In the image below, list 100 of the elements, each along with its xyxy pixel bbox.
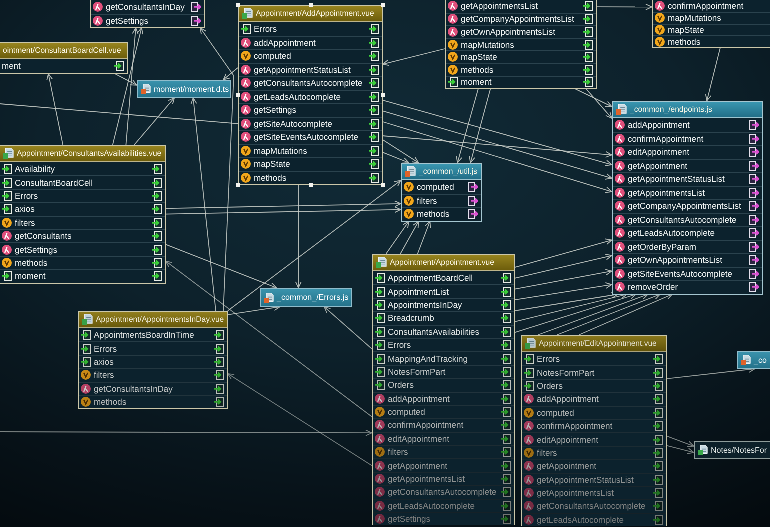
member-name: AppointmentsInDay: [388, 300, 464, 310]
file-name: _common_/Errors.js: [277, 293, 349, 302]
member-name: getAppointmentStatusList: [628, 174, 726, 184]
member-name: MappingAndTracking: [388, 354, 470, 364]
member-name: Errors: [254, 24, 278, 34]
dependency-arrow: [295, 184, 302, 288]
dependency-arrow: [126, 28, 139, 146]
dependency-arrow: [166, 200, 402, 210]
dependency-arrow: [228, 373, 372, 466]
member-name: computed: [417, 182, 456, 192]
dependency-arrow: [514, 238, 612, 268]
member-name: getSettings: [254, 105, 298, 116]
member-name: getConsultantsAutocomplete: [388, 487, 498, 498]
dependency-arrow: [112, 28, 144, 146]
dependency-arrow: [469, 88, 492, 164]
module-panel: [445, 0, 597, 90]
module-tag: [260, 288, 352, 307]
member-name: getSiteEventsAutocomplete: [254, 132, 360, 142]
member-name: getConsultants: [15, 231, 73, 242]
dependency-arrow: [134, 98, 176, 146]
dependency-arrow: [46, 74, 64, 146]
member-name: getLeadsAutocomplete: [628, 228, 716, 238]
dependency-arrow: [666, 445, 694, 454]
member-name: axios: [94, 356, 115, 367]
module-panel: [521, 335, 667, 526]
dependency-arrow: [514, 292, 618, 312]
member-name: computed: [537, 408, 576, 418]
member-name: getLeadsAutocomplete: [537, 514, 625, 525]
dependency-arrow: [114, 74, 138, 86]
member-name: methods: [94, 397, 128, 408]
member-name: filters: [417, 196, 438, 206]
module-panel: [652, 0, 770, 48]
member-name: getConsultantsInDay: [106, 2, 186, 12]
dependency-arrow: [200, 28, 234, 312]
dependency-arrow: [228, 180, 402, 312]
dependency-arrow: [666, 436, 694, 448]
dependency-arrow: [382, 140, 420, 164]
dependency-arrow: [400, 221, 420, 254]
file-name: Notes/NotesFor: [711, 446, 768, 454]
module-panel: [0, 42, 128, 74]
member-name: moment: [461, 77, 493, 88]
member-name: AppointmentsBoardInTime: [94, 330, 196, 340]
member-name: mapMutations: [254, 146, 308, 156]
dependency-arrow: [386, 221, 410, 254]
member-name: getAppointmentStatusList: [537, 474, 635, 485]
member-name: AppointmentBoardCell: [388, 272, 474, 283]
member-name: Breadcrumb: [388, 313, 436, 324]
member-name: getAppointment: [628, 160, 689, 171]
member-name: moment: [15, 271, 47, 282]
dependency-arrow: [382, 122, 612, 194]
member-name: mapState: [254, 159, 292, 170]
member-name: methods: [668, 36, 702, 47]
member-name: getCompanyAppointmentsList: [461, 14, 576, 24]
member-name: axios: [15, 204, 36, 214]
module-panel: [0, 145, 166, 284]
member-name: NotesFormPart: [388, 366, 447, 377]
module-panel: [612, 101, 763, 294]
dependency-arrow: [166, 260, 372, 418]
member-name: editAppointment: [388, 434, 450, 444]
member-name: getAppointmentsList: [628, 188, 706, 198]
module-tag: [694, 441, 770, 459]
module-panel: [401, 163, 482, 222]
dependency-arrow: [166, 206, 402, 215]
member-name: confirmAppointment: [537, 421, 614, 432]
module-panel: [78, 311, 228, 410]
module-tag: [737, 351, 770, 369]
member-name: editAppointment: [628, 147, 690, 158]
member-name: editAppointment: [537, 434, 600, 445]
member-name: mapMutations: [461, 40, 516, 50]
dependency-arrow: [705, 48, 721, 102]
member-name: Errors: [537, 354, 562, 364]
member-name: mapState: [668, 24, 706, 35]
member-name: getSettings: [106, 16, 150, 26]
dependency-arrow: [514, 254, 612, 279]
dependency-arrow: [514, 292, 628, 322]
member-name: filters: [537, 448, 558, 458]
member-name: ConsultantBoardCell: [15, 178, 94, 188]
member-name: confirmAppointment: [628, 134, 705, 144]
member-name: filters: [388, 447, 410, 458]
dependency-arrow: [382, 152, 410, 164]
member-name: getAppointmentsList: [461, 1, 540, 12]
member-name: getOwnAppointmentsList: [628, 255, 724, 266]
member-name: getSettings: [388, 514, 432, 524]
file-name: _co: [754, 356, 767, 364]
member-name: getAppointmentsList: [388, 474, 466, 484]
dependency-arrow: [223, 68, 238, 80]
dependency-arrow: [382, 48, 446, 66]
dependency-arrow: [596, 4, 652, 10]
member-name: Errors: [94, 344, 118, 354]
member-name: getOwnAppointmentsList: [461, 26, 556, 37]
member-name: getSiteAutocomplete: [254, 118, 334, 129]
member-name: getCompanyAppointmentsList: [628, 201, 742, 212]
module-tag: [137, 80, 231, 98]
member-name: removeOrder: [628, 282, 680, 292]
dependency-arrow: [324, 306, 372, 350]
member-name: addAppointment: [254, 38, 317, 48]
member-name: mapState: [461, 52, 498, 62]
member-name: getOrderByParam: [628, 242, 698, 252]
member-name: getAppointmentsList: [537, 488, 616, 498]
dependency-arrow: [514, 293, 637, 334]
